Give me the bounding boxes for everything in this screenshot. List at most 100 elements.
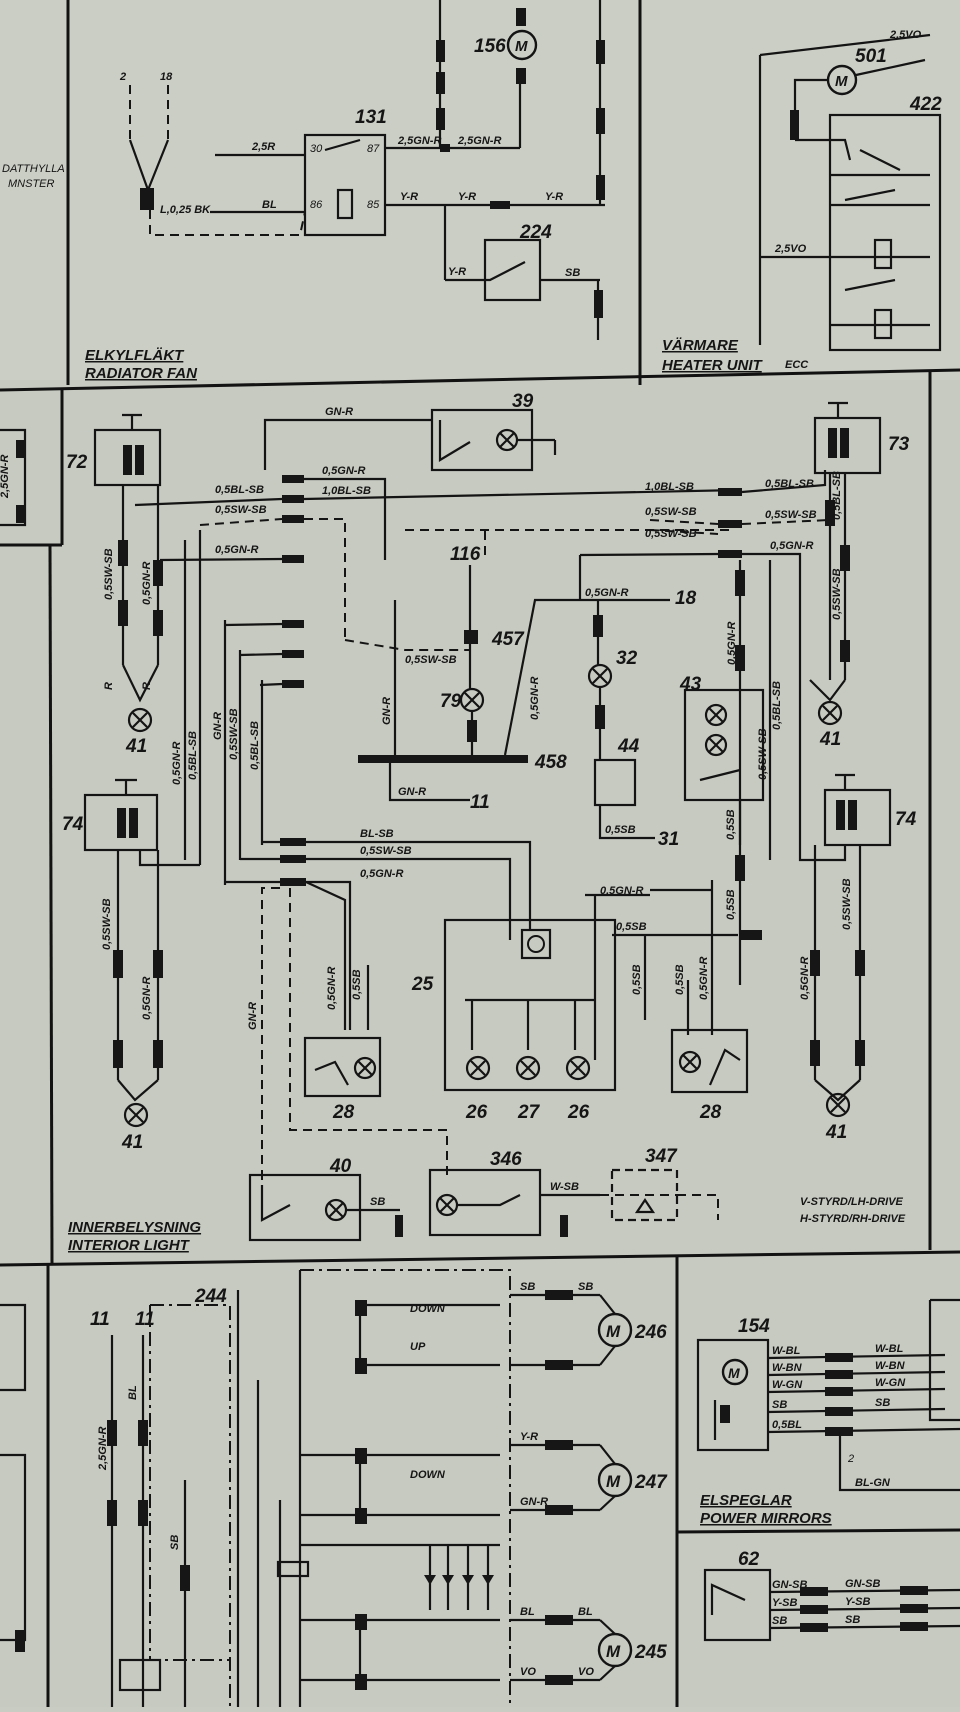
svg-text:0,5SW-SB: 0,5SW-SB <box>765 509 817 521</box>
svg-text:GN-R: GN-R <box>247 1002 259 1030</box>
comp-245: 245 <box>634 1642 667 1663</box>
svg-text:SB: SB <box>875 1397 890 1409</box>
svg-text:BL-GN: BL-GN <box>855 1477 891 1489</box>
svg-text:11: 11 <box>90 1309 110 1330</box>
comp-116: 116 <box>450 544 481 565</box>
svg-text:SB: SB <box>772 1615 787 1627</box>
svg-text:2,5VO: 2,5VO <box>774 243 807 255</box>
svg-text:BL: BL <box>520 1606 535 1618</box>
svg-text:UP: UP <box>410 1341 426 1353</box>
svg-text:2,5GN-R: 2,5GN-R <box>97 1427 109 1471</box>
svg-text:W-SB: W-SB <box>550 1181 579 1193</box>
svg-text:30: 30 <box>310 143 323 155</box>
svg-text:VO: VO <box>578 1666 594 1678</box>
svg-text:0,5GN-R: 0,5GN-R <box>141 977 153 1020</box>
svg-text:Y-SB: Y-SB <box>772 1597 798 1609</box>
svg-text:0,5SB: 0,5SB <box>725 889 737 920</box>
title-heater-sv: VÄRMARE <box>662 337 739 354</box>
svg-text:Y-R: Y-R <box>448 266 466 278</box>
wire-bk: BL <box>262 199 277 211</box>
comp-458: 458 <box>534 752 567 773</box>
svg-text:0,5BL: 0,5BL <box>772 1419 802 1431</box>
mirror-wires: W-BL W-BN W-GN SB 0,5BL W-BL W-BN W-GN S… <box>767 1343 960 1436</box>
comp-457: 457 <box>491 629 525 650</box>
svg-text:2: 2 <box>847 1453 854 1465</box>
title-interior-en: INTERIOR LIGHT <box>68 1237 191 1254</box>
lamp-41-b <box>123 1102 149 1128</box>
svg-text:0,5SB: 0,5SB <box>725 809 737 840</box>
svg-text:W-BN: W-BN <box>772 1362 803 1374</box>
svg-text:M: M <box>728 1365 740 1381</box>
svg-text:0,5SW-SB: 0,5SW-SB <box>841 878 853 930</box>
comp-224: 224 <box>519 222 552 243</box>
comp-44: 44 <box>617 736 640 757</box>
comp-41b: 41 <box>121 1132 143 1153</box>
svg-text:0,5SW-SB: 0,5SW-SB <box>831 568 843 620</box>
comp-41a: 41 <box>125 736 147 757</box>
svg-text:0,5SW-SB: 0,5SW-SB <box>360 845 412 857</box>
svg-text:R: R <box>103 682 115 690</box>
comp-156: 156 <box>474 36 506 57</box>
comp-18: 18 <box>675 588 697 609</box>
comp-40: 40 <box>329 1156 352 1177</box>
svg-text:1,0BL-SB: 1,0BL-SB <box>322 485 371 497</box>
svg-text:0,5SW-SB: 0,5SW-SB <box>228 708 240 760</box>
power-mirrors-section: 154 M W-BL W-BN W-GN SB 0,5BL W-BL W-BN … <box>696 1298 960 1642</box>
wire-l025bk: L,0,25 BK <box>160 204 211 216</box>
comp-27: 27 <box>517 1102 541 1123</box>
svg-text:0,5GN-R: 0,5GN-R <box>585 587 628 599</box>
svg-text:0,5GN-R: 0,5GN-R <box>326 967 338 1010</box>
comp-11: 11 <box>470 792 490 813</box>
svg-text:0,5SW-SB: 0,5SW-SB <box>101 898 113 950</box>
svg-text:0,5GN-R: 0,5GN-R <box>215 544 258 556</box>
svg-text:M: M <box>606 1642 621 1661</box>
comp-244: 244 <box>194 1286 227 1307</box>
svg-text:M: M <box>606 1322 621 1341</box>
comp-131: 131 <box>355 107 387 128</box>
comp-79: 79 <box>440 691 462 712</box>
comp-26a: 26 <box>465 1102 488 1123</box>
title-mirrors-en: POWER MIRRORS <box>700 1510 832 1527</box>
svg-text:0,5GN-R: 0,5GN-R <box>141 562 153 605</box>
svg-text:86: 86 <box>310 199 323 211</box>
comp-26b: 26 <box>567 1102 590 1123</box>
svg-text:0,5SB: 0,5SB <box>351 969 363 1000</box>
svg-text:0,5BL-SB: 0,5BL-SB <box>765 478 814 490</box>
svg-text:Y-R: Y-R <box>400 191 418 203</box>
svg-text:0,5BL-SB: 0,5BL-SB <box>771 681 783 730</box>
comp-28b: 28 <box>699 1102 722 1123</box>
svg-text:GN-R: GN-R <box>325 406 353 418</box>
comp-247: 247 <box>634 1472 668 1493</box>
title-radiator-fan-en: RADIATOR FAN <box>85 365 198 382</box>
comp-73: 73 <box>888 434 910 455</box>
svg-text:18: 18 <box>160 71 173 83</box>
legend-lhd: V-STYRD/LH-DRIVE <box>800 1196 904 1208</box>
svg-text:0,5SB: 0,5SB <box>616 921 647 933</box>
comp-346: 346 <box>490 1149 522 1170</box>
svg-text:SB: SB <box>772 1399 787 1411</box>
svg-text:0,5SW-SB: 0,5SW-SB <box>215 504 267 516</box>
comp-62: 62 <box>738 1549 760 1570</box>
svg-text:0,5SB: 0,5SB <box>631 964 643 995</box>
lamp-41-a <box>127 707 153 733</box>
svg-text:0,5GN-R: 0,5GN-R <box>322 465 365 477</box>
svg-text:87: 87 <box>367 143 380 155</box>
svg-text:0,5BL-SB: 0,5BL-SB <box>187 731 199 780</box>
svg-text:GN-R: GN-R <box>381 697 393 725</box>
svg-text:0,5GN-R: 0,5GN-R <box>726 622 738 665</box>
interior-light-section: 39 GN-R 0,5GN-R 1,0BL-SB 0,5BL-SB 0,5SW-… <box>62 391 917 1254</box>
comp-72: 72 <box>66 452 88 473</box>
svg-text:W-GN: W-GN <box>875 1377 906 1389</box>
svg-text:0,5GN-R: 0,5GN-R <box>529 677 541 720</box>
comp-31: 31 <box>658 829 679 850</box>
svg-text:ECC: ECC <box>785 359 809 371</box>
svg-text:0,5BL-SB: 0,5BL-SB <box>215 484 264 496</box>
lamp-41-c <box>817 700 843 726</box>
wire-25r: 2,5R <box>251 141 275 153</box>
svg-text:SB: SB <box>845 1614 860 1626</box>
svg-text:0,5GN-R: 0,5GN-R <box>698 957 710 1000</box>
svg-text:DOWN: DOWN <box>410 1303 446 1315</box>
svg-text:DOWN: DOWN <box>410 1469 446 1481</box>
